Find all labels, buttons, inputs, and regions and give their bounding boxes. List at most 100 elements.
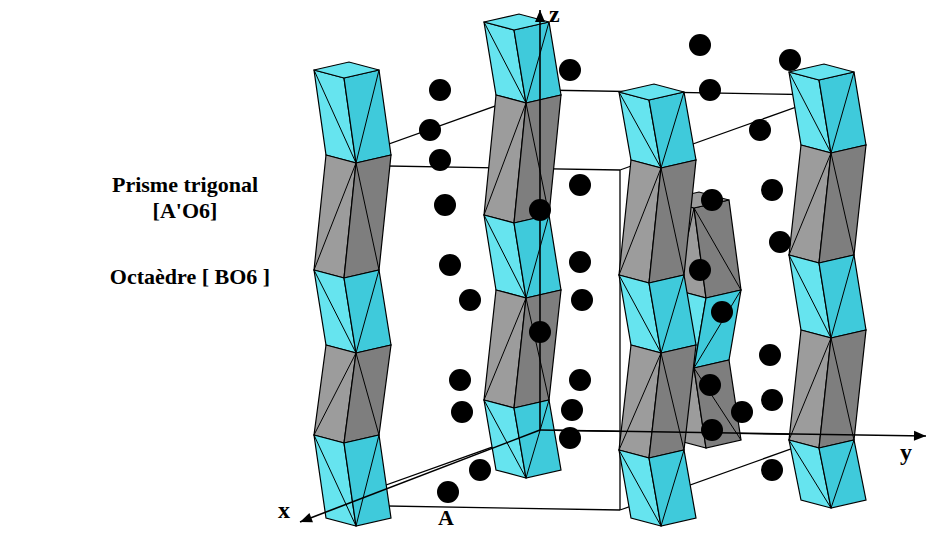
octahedron-face — [514, 95, 561, 223]
a-atom — [761, 179, 783, 201]
a-atom — [699, 374, 721, 396]
a-atom — [419, 119, 441, 141]
axis-arrowhead — [914, 431, 926, 441]
prism-face — [819, 440, 866, 508]
polyhedron-edge — [314, 270, 356, 353]
a-atom — [689, 259, 711, 281]
prism-face — [514, 215, 561, 298]
polyhedron-edge — [831, 440, 854, 508]
prism-face — [649, 92, 696, 168]
octahedron-label: Octaèdre [ BO6 ] — [95, 264, 285, 290]
axes — [300, 10, 926, 522]
axis-label: z — [549, 0, 560, 29]
polyhedron-edge — [526, 22, 549, 103]
octahedron-face — [649, 345, 696, 458]
polyhedron-edge — [484, 22, 526, 103]
prism-label: Prisme trigonal [A'O6] — [95, 172, 275, 225]
polyhedron-edge — [526, 103, 549, 215]
a-atom — [761, 459, 783, 481]
polyhedron-edge — [694, 368, 741, 440]
polyhedron-edge — [484, 215, 526, 298]
prism-face — [344, 270, 391, 353]
polyhedron-edge — [694, 290, 741, 368]
a-atom — [569, 174, 591, 196]
a-atom — [449, 369, 471, 391]
polyhedron-edge — [831, 255, 854, 338]
a-atom — [459, 289, 481, 311]
a-atom — [569, 251, 591, 273]
a-atom — [731, 401, 753, 423]
polyhedron-edge — [356, 163, 379, 270]
polyhedron-edge — [619, 275, 661, 353]
prism-face — [819, 255, 866, 338]
octahedron-face — [344, 345, 391, 443]
polyhedron-edge — [661, 353, 684, 450]
prism-face — [344, 435, 391, 526]
a-atom — [701, 419, 723, 441]
polyhedron-edge — [619, 168, 661, 275]
polyhedron-edge — [356, 270, 379, 353]
polyhedron-edge — [789, 338, 831, 440]
a-atom — [569, 369, 591, 391]
a-atom — [689, 34, 711, 56]
polyhedron-edge — [619, 450, 661, 526]
polyhedron-top — [314, 62, 379, 78]
axis-line — [300, 430, 540, 522]
polyhedron-edge — [831, 338, 854, 440]
polyhedron-edge — [661, 92, 684, 168]
axis-line — [540, 430, 926, 436]
octahedron-face — [514, 290, 561, 408]
polyhedron-edge — [314, 163, 356, 270]
octahedron-face — [694, 360, 741, 448]
octahedron-face — [819, 145, 866, 263]
polyhedron-edge — [789, 440, 831, 508]
polyhedron-edge — [789, 255, 831, 338]
polyhedron-edge — [661, 275, 684, 353]
unit-cell — [330, 90, 830, 510]
polyhedron-edge — [619, 92, 661, 168]
prism-face — [649, 275, 696, 353]
polyhedron-edge — [356, 70, 379, 163]
axis-arrowhead — [300, 513, 313, 522]
atom-label: A — [438, 505, 454, 531]
polyhedron-edge — [356, 435, 379, 526]
polyhedron-edge — [314, 435, 356, 526]
polyhedron-edge — [831, 72, 854, 153]
a-atom — [469, 459, 491, 481]
polyhedra-column — [619, 84, 696, 526]
polyhedron-edge — [619, 353, 661, 450]
polyhedron-edge — [526, 215, 549, 298]
axis-arrowhead — [535, 10, 545, 22]
a-atom — [561, 399, 583, 421]
a-atom — [439, 254, 461, 276]
octahedron-face — [649, 160, 696, 283]
polyhedron-edge — [661, 450, 684, 526]
a-atom — [571, 289, 593, 311]
a-atom — [429, 149, 451, 171]
polyhedron-edge — [314, 70, 356, 163]
a-atom — [701, 189, 723, 211]
a-atom — [769, 231, 791, 253]
a-atom — [699, 79, 721, 101]
a-atom — [749, 119, 771, 141]
prism-face — [344, 70, 391, 163]
polyhedron-edge — [314, 353, 356, 435]
a-atom — [429, 79, 451, 101]
a-atom — [437, 481, 459, 503]
axis-label: x — [278, 496, 290, 525]
polyhedra-column — [789, 64, 866, 508]
prism-face — [514, 400, 561, 478]
polyhedron-edge — [526, 400, 549, 478]
polyhedron-edge — [789, 153, 831, 255]
a-atom — [559, 59, 581, 81]
a-atom — [779, 49, 801, 71]
a-atom — [759, 344, 781, 366]
polyhedron-edge — [526, 298, 549, 400]
prism-face — [819, 72, 866, 153]
a-atom — [761, 389, 783, 411]
a-atom — [451, 401, 473, 423]
polyhedron-edge — [789, 72, 831, 153]
a-atom — [434, 194, 456, 216]
octahedron-face — [344, 155, 391, 278]
